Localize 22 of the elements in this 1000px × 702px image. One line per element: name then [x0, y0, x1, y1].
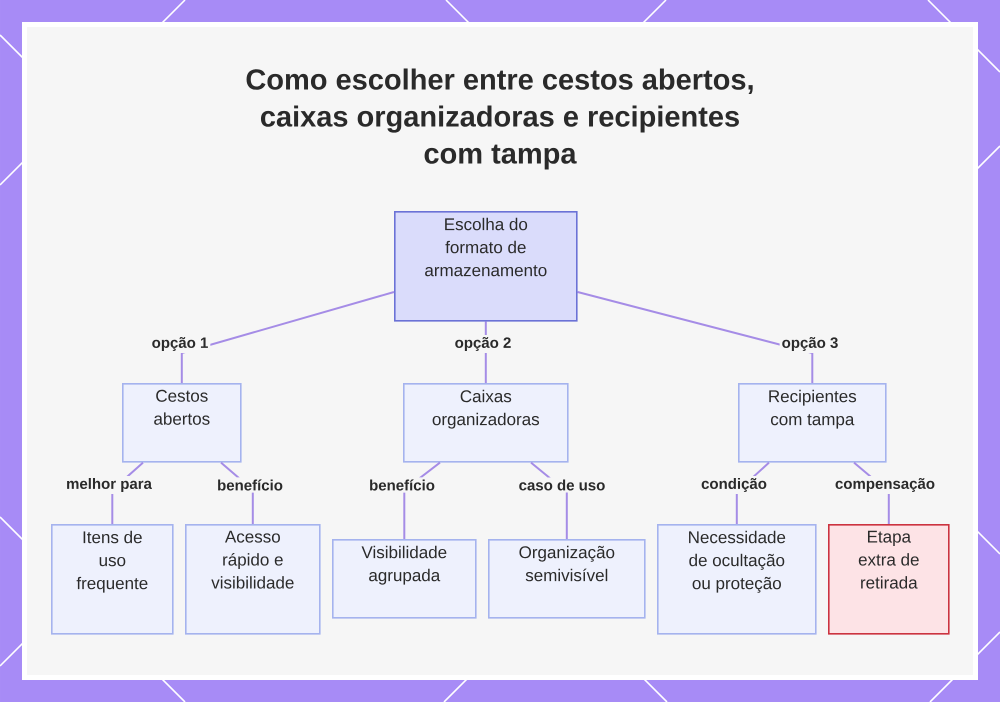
edge-label: melhor para [64, 476, 154, 494]
highlighted-box: Etapa extra de retirada [828, 524, 950, 635]
detail-box: Visibilidade agrupada [332, 539, 477, 619]
edge-label: caso de uso [516, 477, 608, 492]
edge-label: benefício [215, 477, 285, 493]
title: Como escolher entre cestos abertos, caixas organizadoras e recipientes com tampa [246, 68, 753, 170]
category-box: Cestos abertos [122, 383, 242, 463]
edge-label: opção 2 [452, 335, 514, 353]
edge-label: condição [699, 476, 769, 494]
root-box: Escolha do formato de armazenamento [394, 211, 578, 322]
connector-line [180, 291, 394, 383]
detail-box: Itens de uso frequente [51, 524, 174, 635]
detail-box: Organização semivisível [488, 539, 646, 619]
edge-label: compensação [832, 476, 938, 494]
edge-label: opção 3 [780, 335, 840, 353]
connector-line [577, 291, 814, 383]
detail-box: Necessidade de ocultação ou proteção [657, 524, 817, 635]
edge-label: benefício [367, 477, 437, 493]
category-box: Recipientes com tampa [738, 383, 887, 463]
edge-label: opção 1 [150, 335, 210, 353]
category-box: Caixas organizadoras [403, 383, 569, 463]
detail-box: Acesso rápido e visibilidade [185, 524, 321, 635]
